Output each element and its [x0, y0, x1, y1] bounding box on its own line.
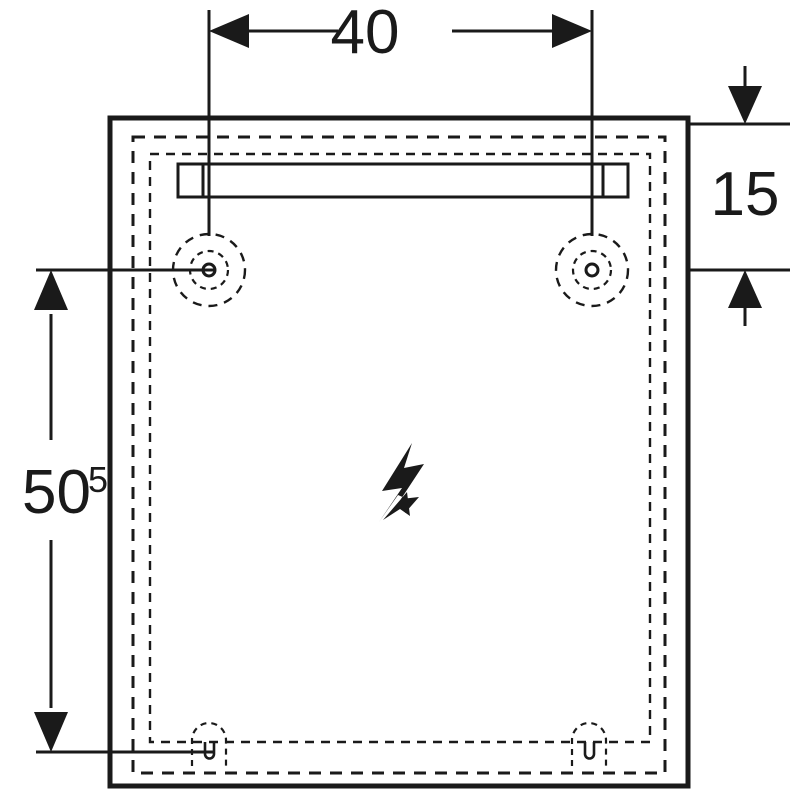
dimension-width-40: 40 [207, 0, 594, 236]
dimension-top-offset-15: 15 [688, 66, 790, 326]
dimension-label-top-offset: 15 [711, 160, 780, 229]
bracket-mount-bottom-left [190, 721, 228, 766]
dimension-label-height-superscript: 5 [88, 459, 108, 500]
dimension-height-50-5: 50 5 [22, 268, 215, 754]
dimension-label-height: 50 [22, 458, 91, 527]
keyhole-mount-top-right [554, 232, 630, 308]
hidden-outline-outer [131, 135, 667, 775]
bracket-mount-bottom-right [570, 721, 608, 766]
hidden-outline-inner [148, 152, 652, 744]
light-strip [176, 162, 630, 199]
dimension-label-width: 40 [331, 0, 400, 67]
lightning-bolt-icon [379, 443, 424, 522]
cabinet-outline [107, 115, 691, 789]
